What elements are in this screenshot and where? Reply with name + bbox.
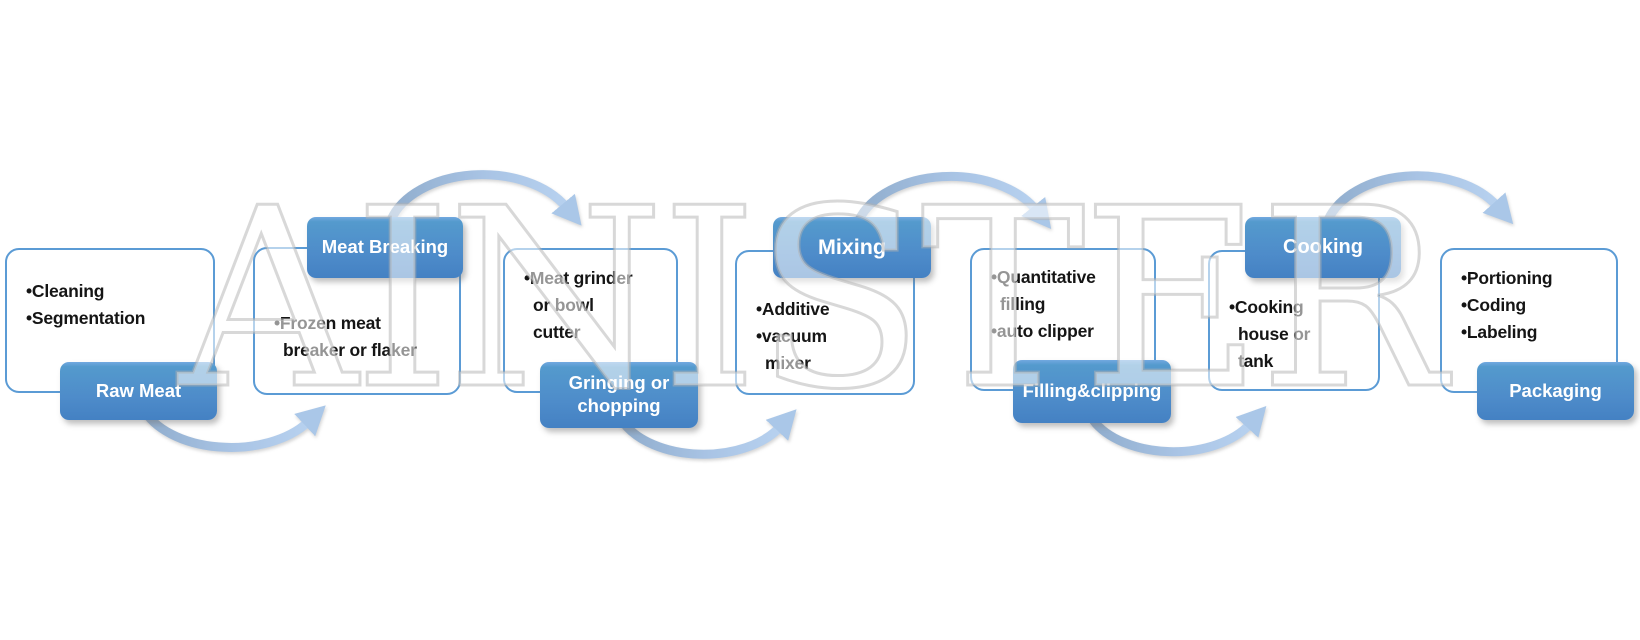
stage-label-mixing: Mixing — [773, 217, 931, 278]
bullet-list: •Meat grinder or bowl cutter — [505, 265, 676, 346]
curved-arrow-5-filling-to-cooking — [1089, 406, 1267, 457]
bullet-item: •vacuum mixer — [756, 326, 827, 373]
stage-label-grinding-chopping: Gringing or chopping — [540, 362, 698, 428]
stage-label-meat-breaking: Meat Breaking — [307, 217, 463, 278]
bullet-list: •Portioning •Coding •Labeling — [1442, 265, 1616, 346]
curved-arrow-4-mixing-to-filling — [854, 171, 1052, 229]
curved-arrow-2-meat-breaking-to-grinding — [386, 170, 582, 226]
bullet-list: •Frozen meat breaker or flaker — [255, 310, 459, 364]
bullet-item: •Cooking house or tank — [1229, 297, 1311, 371]
bullet-item: •Additive — [756, 299, 830, 319]
bullet-item: •Frozen meat breaker or flaker — [274, 312, 417, 360]
bullet-item: •Meat grinder or bowl cutter — [524, 267, 633, 342]
curved-arrow-1-raw-meat-to-meat-breaking — [138, 405, 326, 452]
bullet-item: •Coding — [1461, 294, 1526, 315]
stage-label-cooking: Cooking — [1245, 217, 1401, 278]
stage-label-packaging: Packaging — [1477, 362, 1634, 420]
stage-label-filling-clipping: Filling&clipping — [1013, 360, 1171, 423]
bullet-list: •Additive •vacuum mixer — [737, 296, 913, 377]
bullet-item: •Cleaning — [26, 281, 105, 301]
bullet-list: •Quantitative filling •auto clipper — [972, 264, 1154, 345]
stage-box-grinding-chopping: •Meat grinder or bowl cutter — [503, 248, 678, 393]
bullet-item: •auto clipper — [991, 320, 1094, 341]
bullet-item: •Quantitative filling — [991, 266, 1096, 314]
bullet-item: •Labeling — [1461, 321, 1538, 342]
curved-arrow-3-grinding-to-mixing — [619, 409, 797, 459]
curved-arrow-6-cooking-to-packaging — [1323, 171, 1514, 225]
bullet-item: •Portioning — [1461, 267, 1553, 288]
bullet-list: •Cleaning •Segmentation — [7, 278, 213, 332]
bullet-item: •Segmentation — [26, 308, 146, 328]
bullet-list: •Cooking house or tank — [1210, 294, 1378, 375]
stage-label-raw-meat: Raw Meat — [60, 362, 217, 420]
